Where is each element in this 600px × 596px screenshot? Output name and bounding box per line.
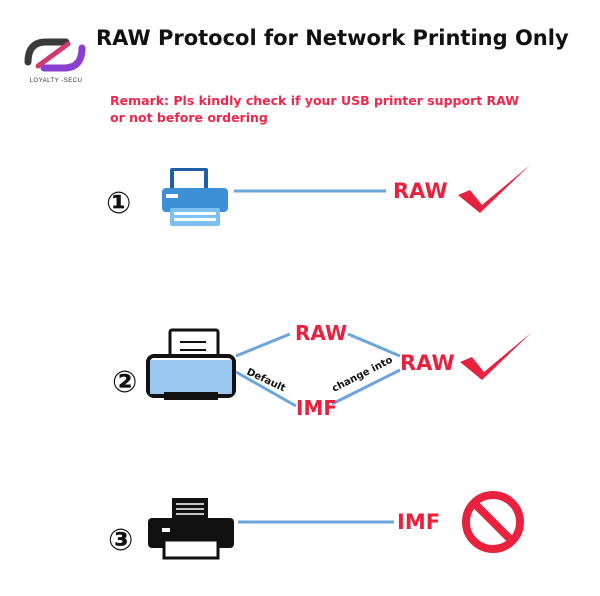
loyalty-secu-logo-icon [24,38,86,72]
row-1-printer-icon [162,168,228,226]
row-3-prohibited-icon [462,491,524,553]
row-2-line-raw-to-raw [347,332,401,358]
row-1-check-icon [458,165,530,213]
row-2-imf-label: IMF [296,396,337,420]
remark-line-2: or not before ordering [110,110,268,125]
row-3-result-label: IMF [397,510,440,534]
row-1-result-label: RAW [393,179,448,203]
row-2-number: ② [112,365,137,400]
remark-note: Remark: Pls kindly check if your USB pri… [110,92,540,126]
row-2-top-raw-label: RAW [295,321,347,345]
row-3-printer-icon [148,498,234,560]
row-2-line-to-top-raw [235,332,291,358]
row-2-check-icon [460,332,532,380]
row-2-line-to-imf [235,370,297,408]
row-2-line-imf-to-raw [331,368,401,406]
remark-line-1: Remark: Pls kindly check if your USB pri… [110,93,520,108]
row-2-printer-icon [146,328,236,400]
row-1-number: ① [106,186,131,221]
row-2-result-label: RAW [400,351,455,375]
row-3-number: ③ [108,523,133,558]
logo-text: LOYALTY -SECU [29,78,83,84]
page-title: RAW Protocol for Network Printing Only [96,26,569,50]
